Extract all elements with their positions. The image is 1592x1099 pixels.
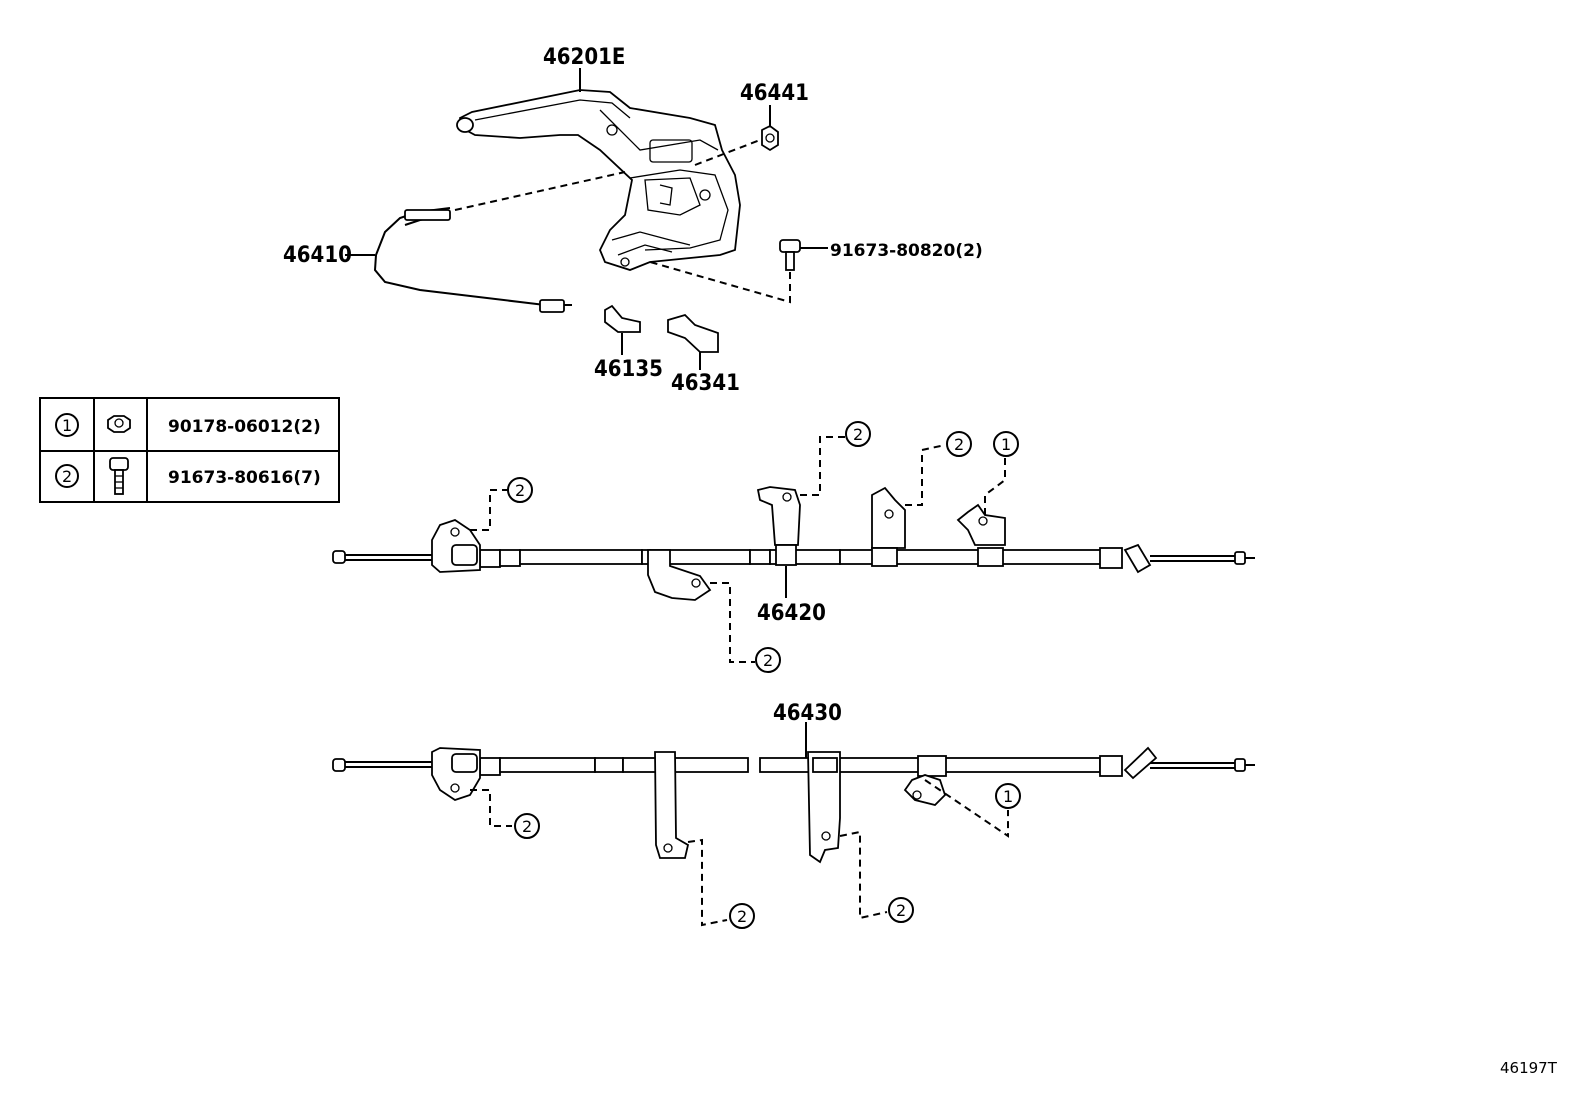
callout-ref-1: 1 bbox=[1003, 787, 1013, 806]
callout-ref-2: 2 bbox=[515, 481, 525, 500]
nut-46441 bbox=[761, 105, 779, 152]
bolt-icon bbox=[109, 457, 129, 495]
callout-ref-2: 2 bbox=[954, 435, 964, 454]
callout-ref-2: 2 bbox=[896, 901, 906, 920]
label-cable-rh: 46420 bbox=[757, 601, 826, 626]
legend-ref-2: 2 bbox=[62, 467, 72, 486]
legend-ref-1: 1 bbox=[62, 416, 72, 435]
nut-icon bbox=[107, 415, 131, 433]
callout-ref-2: 2 bbox=[737, 907, 747, 926]
label-clip-b: 46341 bbox=[671, 371, 740, 396]
clip-46341 bbox=[667, 313, 719, 370]
label-cable-lh: 46430 bbox=[773, 701, 842, 726]
legend-ref-1-circle bbox=[55, 413, 79, 437]
legend-part-1: 90178-06012(2) bbox=[168, 417, 321, 437]
legend-ref-2-circle bbox=[55, 464, 79, 488]
label-cable-lever: 46410 bbox=[283, 243, 352, 268]
legend-part-2: 91673-80616(7) bbox=[168, 468, 321, 488]
label-clip-a: 46135 bbox=[594, 357, 663, 382]
rear-cable-46420 bbox=[332, 486, 1255, 601]
callouts-46430: 2 2 2 1 bbox=[470, 722, 1021, 929]
diagram-caption: 46197T bbox=[1500, 1059, 1558, 1077]
callout-ref-2: 2 bbox=[763, 651, 773, 670]
legend-table: 1 90178-06012(2) 2 91673-80616(7) bbox=[39, 397, 340, 503]
parking-brake-lever bbox=[456, 89, 741, 271]
rear-cable-46430 bbox=[332, 746, 1255, 864]
label-bolt-lever: 91673-80820(2) bbox=[830, 241, 983, 261]
lever-cable-46410 bbox=[373, 207, 572, 313]
callouts-46420: 2 2 2 2 1 bbox=[470, 421, 1019, 673]
bolt-91673-80820 bbox=[649, 239, 828, 304]
callout-ref-2: 2 bbox=[853, 425, 863, 444]
callout-ref-2: 2 bbox=[522, 817, 532, 836]
clip-46135 bbox=[604, 304, 641, 355]
label-nut: 46441 bbox=[740, 81, 809, 106]
label-lever: 46201E bbox=[543, 45, 625, 70]
callout-ref-1: 1 bbox=[1001, 435, 1011, 454]
